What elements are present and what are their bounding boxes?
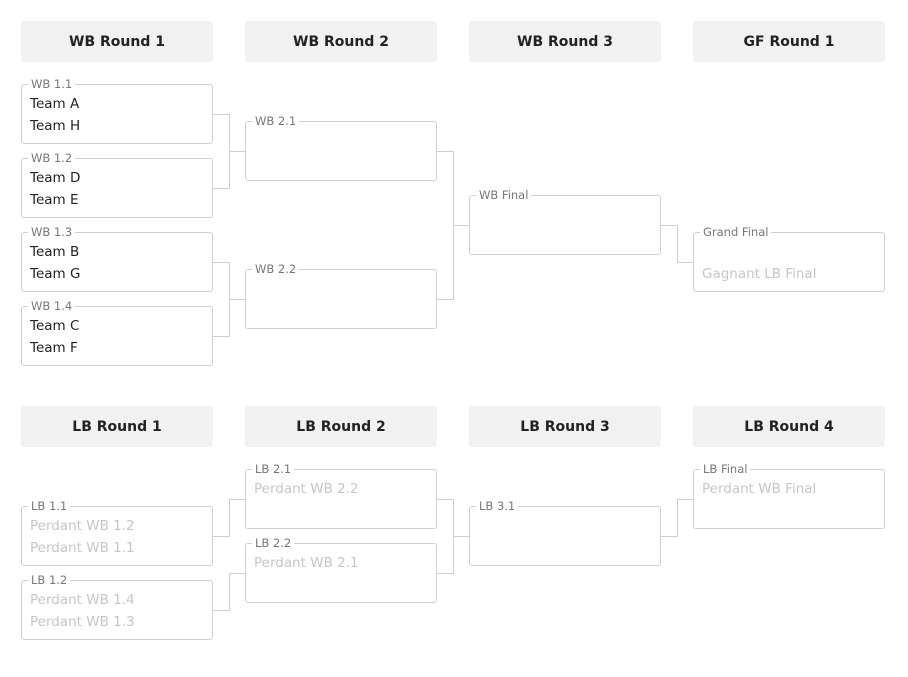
header-wb-round-1: WB Round 1 bbox=[21, 21, 213, 62]
bracket-connector bbox=[229, 499, 245, 500]
header-label: WB Round 3 bbox=[517, 33, 613, 50]
match-label: WB 1.1 bbox=[28, 77, 76, 91]
team-slot-1[interactable]: Team B bbox=[30, 244, 80, 260]
team-slot-2[interactable]: Team E bbox=[30, 192, 79, 208]
team-slot-1-placeholder[interactable]: Perdant WB Final bbox=[702, 481, 817, 497]
bracket-connector bbox=[229, 151, 245, 152]
bracket-connector bbox=[229, 573, 245, 574]
team-slot-2-placeholder[interactable]: Perdant WB 1.3 bbox=[30, 614, 135, 630]
match-lb-3-1[interactable]: LB 3.1 bbox=[469, 499, 661, 566]
match-label: WB 1.4 bbox=[28, 299, 76, 313]
bracket-connector bbox=[677, 225, 678, 263]
header-label: WB Round 2 bbox=[293, 33, 389, 50]
header-lb-round-1: LB Round 1 bbox=[21, 406, 213, 447]
match-lb-1-1[interactable]: LB 1.1 Perdant WB 1.2 Perdant WB 1.1 bbox=[21, 499, 213, 566]
team-slot-2[interactable]: Team G bbox=[30, 266, 81, 282]
bracket-connector bbox=[661, 536, 677, 537]
match-label: Grand Final bbox=[700, 225, 772, 239]
team-slot-1-placeholder[interactable]: Perdant WB 1.2 bbox=[30, 518, 135, 534]
team-slot-1[interactable]: Team D bbox=[30, 170, 81, 186]
header-lb-round-2: LB Round 2 bbox=[245, 406, 437, 447]
team-slot-2-placeholder[interactable]: Perdant WB 1.1 bbox=[30, 540, 135, 556]
match-wb-final[interactable]: WB Final bbox=[469, 188, 661, 255]
match-lb-final[interactable]: LB Final Perdant WB Final bbox=[693, 462, 885, 529]
match-wb-1-2[interactable]: WB 1.2 Team D Team E bbox=[21, 151, 213, 218]
match-label: LB 2.2 bbox=[252, 536, 295, 550]
bracket-connector bbox=[229, 573, 230, 611]
header-label: LB Round 2 bbox=[296, 418, 386, 435]
match-wb-2-2[interactable]: WB 2.2 bbox=[245, 262, 437, 329]
bracket-connector bbox=[677, 499, 678, 537]
header-label: GF Round 1 bbox=[743, 33, 835, 50]
match-lb-2-2[interactable]: LB 2.2 Perdant WB 2.1 bbox=[245, 536, 437, 603]
header-lb-round-3: LB Round 3 bbox=[469, 406, 661, 447]
header-wb-round-2: WB Round 2 bbox=[245, 21, 437, 62]
bracket-connector bbox=[213, 188, 229, 189]
bracket-connector bbox=[661, 225, 677, 226]
match-grand-final[interactable]: Grand Final Gagnant LB Final bbox=[693, 225, 885, 292]
bracket-connector bbox=[677, 499, 693, 500]
match-label: WB 2.2 bbox=[252, 262, 300, 276]
match-label: LB Final bbox=[700, 462, 751, 476]
header-label: LB Round 1 bbox=[72, 418, 162, 435]
bracket-connector bbox=[453, 536, 469, 537]
header-label: LB Round 3 bbox=[520, 418, 610, 435]
match-label: LB 1.1 bbox=[28, 499, 71, 513]
bracket-connector bbox=[437, 151, 453, 152]
header-gf-round-1: GF Round 1 bbox=[693, 21, 885, 62]
bracket-connector bbox=[453, 225, 469, 226]
bracket-connector bbox=[213, 610, 229, 611]
bracket-connector bbox=[437, 573, 453, 574]
match-label: LB 1.2 bbox=[28, 573, 71, 587]
match-lb-1-2[interactable]: LB 1.2 Perdant WB 1.4 Perdant WB 1.3 bbox=[21, 573, 213, 640]
bracket-connector bbox=[437, 499, 453, 500]
bracket-connector bbox=[229, 299, 245, 300]
match-label: LB 3.1 bbox=[476, 499, 519, 513]
team-slot-1-placeholder[interactable]: Perdant WB 2.2 bbox=[254, 481, 359, 497]
header-lb-round-4: LB Round 4 bbox=[693, 406, 885, 447]
match-lb-2-1[interactable]: LB 2.1 Perdant WB 2.2 bbox=[245, 462, 437, 529]
match-wb-1-3[interactable]: WB 1.3 Team B Team G bbox=[21, 225, 213, 292]
bracket-connector bbox=[213, 336, 229, 337]
match-wb-2-1[interactable]: WB 2.1 bbox=[245, 114, 437, 181]
team-slot-1[interactable]: Team C bbox=[30, 318, 80, 334]
header-label: WB Round 1 bbox=[69, 33, 165, 50]
team-slot-2[interactable]: Team F bbox=[30, 340, 78, 356]
bracket-connector bbox=[213, 262, 229, 263]
bracket-connector bbox=[213, 536, 229, 537]
match-label: WB 1.2 bbox=[28, 151, 76, 165]
team-slot-1-placeholder[interactable]: Perdant WB 1.4 bbox=[30, 592, 135, 608]
team-slot-2-placeholder[interactable]: Gagnant LB Final bbox=[702, 266, 817, 282]
bracket-connector bbox=[213, 114, 229, 115]
match-label: WB 2.1 bbox=[252, 114, 300, 128]
bracket-connector bbox=[229, 499, 230, 537]
header-wb-round-3: WB Round 3 bbox=[469, 21, 661, 62]
match-wb-1-1[interactable]: WB 1.1 Team A Team H bbox=[21, 77, 213, 144]
bracket-connector bbox=[677, 262, 693, 263]
team-slot-1-placeholder[interactable]: Perdant WB 2.1 bbox=[254, 555, 359, 571]
bracket-connector bbox=[437, 299, 453, 300]
match-wb-1-4[interactable]: WB 1.4 Team C Team F bbox=[21, 299, 213, 366]
match-label: LB 2.1 bbox=[252, 462, 295, 476]
team-slot-1[interactable]: Team A bbox=[30, 96, 80, 112]
team-slot-2[interactable]: Team H bbox=[30, 118, 81, 134]
match-label: WB Final bbox=[476, 188, 532, 202]
header-label: LB Round 4 bbox=[744, 418, 834, 435]
match-label: WB 1.3 bbox=[28, 225, 76, 239]
